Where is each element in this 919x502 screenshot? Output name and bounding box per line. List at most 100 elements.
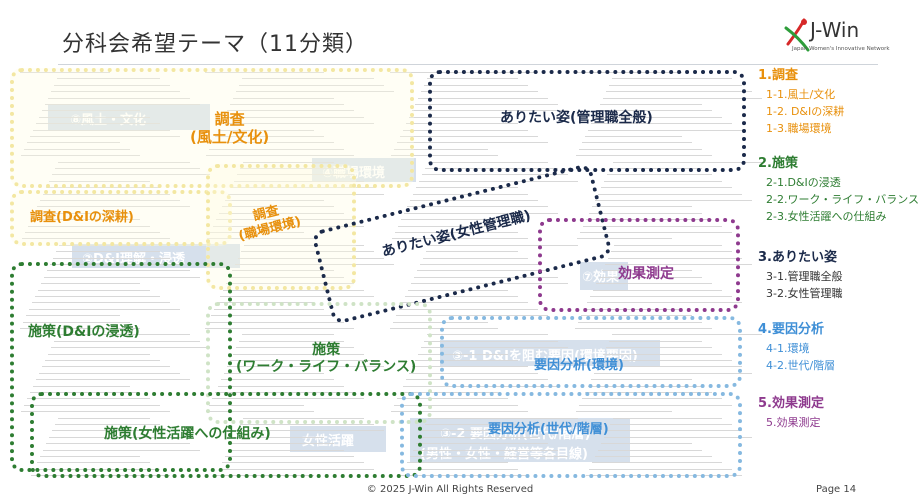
comment-line-decoration <box>394 404 518 406</box>
comment-line-decoration <box>58 161 190 163</box>
legend-item: 2-3.女性活躍への仕組み <box>766 210 887 223</box>
comment-line-decoration <box>612 78 732 80</box>
comment-line-decoration <box>219 468 374 470</box>
comment-line-decoration <box>418 353 508 355</box>
comment-line-decoration <box>45 360 160 361</box>
band-gen <box>410 418 630 462</box>
legend-heading: 1.調査 <box>758 68 798 83</box>
comment-line-decoration <box>28 225 150 227</box>
comment-line-decoration <box>205 328 354 329</box>
comment-line-decoration <box>43 193 170 195</box>
comment-line-decoration <box>577 238 672 240</box>
comment-line-decoration <box>223 289 364 291</box>
comment-line-decoration <box>416 187 518 189</box>
comment-line-decoration <box>589 468 732 470</box>
comment-line-decoration <box>425 424 518 425</box>
group-mgr-all <box>428 70 746 172</box>
comment-line-decoration <box>576 155 712 157</box>
comment-line-decoration <box>229 276 344 278</box>
comment-line-decoration <box>33 129 170 131</box>
comment-line-decoration <box>576 411 672 413</box>
comment-line-decoration <box>411 283 568 285</box>
legend-item: 3-2.女性管理職 <box>766 287 843 300</box>
comment-line-decoration <box>406 123 518 125</box>
comment-line-decoration <box>55 168 200 169</box>
comment-line-decoration <box>57 334 190 336</box>
comment-line-decoration <box>419 436 538 438</box>
comment-line-decoration <box>210 232 304 233</box>
comment-line-decoration <box>205 72 324 73</box>
comment-line-decoration <box>606 91 752 93</box>
comment-line-decoration <box>422 430 528 432</box>
comment-line-decoration <box>27 142 120 144</box>
comment-line-decoration <box>37 462 150 464</box>
comment-line-decoration <box>415 360 518 361</box>
comment-line-decoration <box>424 84 528 86</box>
j-win-logo-icon <box>784 18 810 52</box>
comment-line-decoration <box>609 84 742 86</box>
comment-line-decoration <box>602 270 692 272</box>
comment-line-decoration <box>36 123 160 125</box>
group-env <box>440 316 742 388</box>
comment-line-decoration <box>591 379 692 381</box>
comment-line-decoration <box>390 328 498 329</box>
comment-line-decoration <box>225 456 354 457</box>
comment-line-decoration <box>603 97 762 99</box>
comment-line-decoration <box>403 129 528 131</box>
comment-line-decoration <box>32 302 170 304</box>
comment-line-decoration <box>394 148 488 150</box>
comment-line-decoration <box>594 372 752 374</box>
page-number: Page 14 <box>816 484 857 495</box>
comment-line-decoration <box>594 116 722 118</box>
legend-item: 1-3.職場環境 <box>766 122 832 135</box>
comment-line-decoration <box>27 398 150 400</box>
comment-line-decoration <box>23 321 130 323</box>
comment-line-decoration <box>213 225 364 227</box>
comment-line-decoration <box>228 449 344 451</box>
legend-item: 3-1.管理職全般 <box>766 270 843 283</box>
comment-line-decoration <box>54 84 170 86</box>
comment-line-decoration <box>426 251 518 253</box>
comment-line-decoration <box>36 379 190 381</box>
comment-line-decoration <box>412 366 528 368</box>
comment-line-decoration <box>417 270 548 272</box>
comment-line-decoration <box>41 283 140 285</box>
comment-line-decoration <box>585 136 682 137</box>
legend-heading: 5.効果測定 <box>758 396 824 411</box>
comment-line-decoration <box>414 276 558 278</box>
group-dni-deep <box>10 190 232 246</box>
comment-line-decoration <box>429 244 578 246</box>
comment-line-decoration <box>39 116 150 118</box>
comment-line-decoration <box>40 200 180 201</box>
comment-line-decoration <box>221 379 334 381</box>
comment-line-decoration <box>401 219 498 221</box>
logo-name: J-Win <box>810 18 860 42</box>
comment-line-decoration <box>402 302 528 304</box>
comment-line-decoration <box>416 443 548 445</box>
comment-line-decoration <box>596 283 712 285</box>
comment-line-decoration <box>421 91 538 93</box>
comment-line-decoration <box>404 212 558 214</box>
comment-line-decoration <box>409 116 508 118</box>
comment-line-decoration <box>230 360 374 361</box>
comment-line-decoration <box>604 180 722 182</box>
comment-line-decoration <box>24 404 160 406</box>
comment-line-decoration <box>21 411 170 413</box>
comment-line-decoration <box>22 238 170 240</box>
comment-line-decoration <box>215 136 324 137</box>
comment-line-decoration <box>31 219 140 221</box>
comment-line-decoration <box>48 353 150 355</box>
theme-map: ⑧風土・文化 ④職場環境 ②D&I理解・浸透 ⑦効果 ③-1 D&Iを阻む要因(… <box>0 66 762 482</box>
comment-line-decoration <box>427 334 548 336</box>
comment-line-decoration <box>610 424 732 425</box>
comment-line-decoration <box>48 97 190 99</box>
comment-line-decoration <box>24 148 130 150</box>
comment-line-decoration <box>590 296 732 297</box>
comment-line-decoration <box>587 302 742 304</box>
comment-line-decoration <box>583 225 722 227</box>
comment-line-decoration <box>57 78 160 80</box>
legend-item: 2-2.ワーク・ライフ・バランス <box>766 193 919 206</box>
comment-line-decoration <box>237 174 354 176</box>
comment-line-decoration <box>53 257 170 259</box>
comment-line-decoration <box>218 129 314 131</box>
